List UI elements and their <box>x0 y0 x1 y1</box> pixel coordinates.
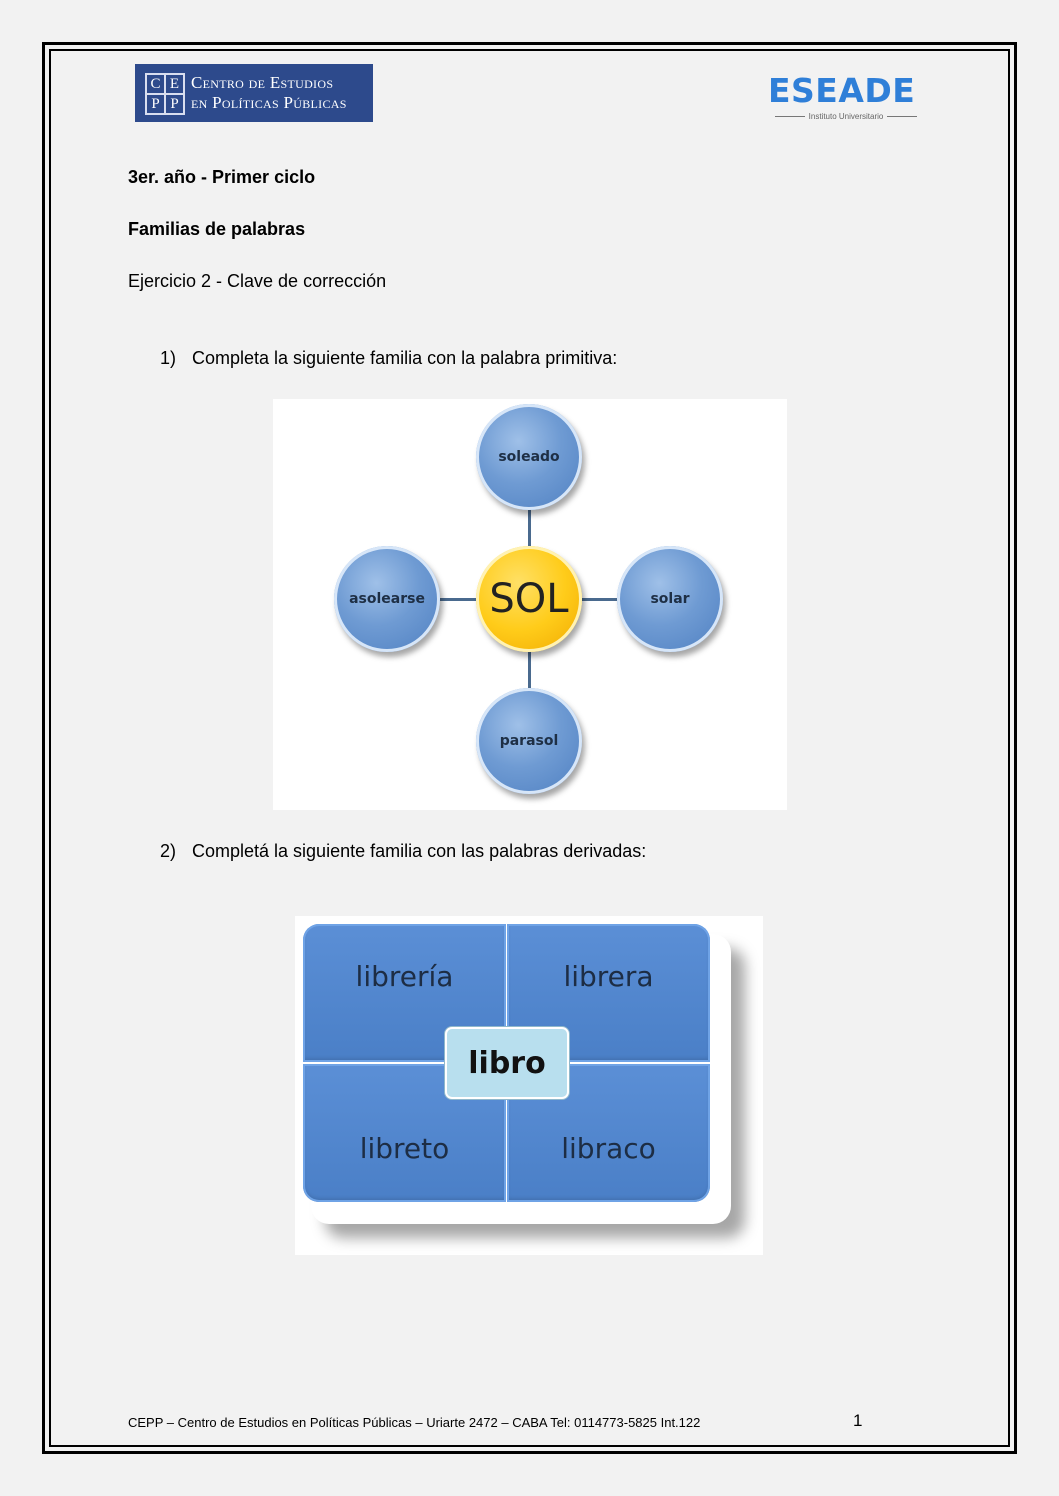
eseade-logo: ESEADE Instituto Universitario <box>765 72 927 124</box>
instruction-number: 1) <box>160 348 177 368</box>
bubble-soleado: soleado <box>476 404 582 510</box>
word-family-diagram-sol: soleado asolearse SOL solar parasol <box>273 399 787 810</box>
cepp-grid-letter: C <box>146 74 165 94</box>
instruction-text: Completa la siguiente familia con la pal… <box>192 348 618 368</box>
cepp-logo-line1: Centro de Estudios <box>191 73 334 92</box>
bubble-asolearse: asolearse <box>334 546 440 652</box>
cepp-grid-letter: P <box>165 94 184 114</box>
cepp-grid-letter: E <box>165 74 184 94</box>
instruction-text: Completá la siguiente familia con las pa… <box>192 841 647 861</box>
quad-librera: librera <box>507 924 710 1062</box>
eseade-logo-title: ESEADE <box>768 71 916 110</box>
exercise-heading: Ejercicio 2 - Clave de corrección <box>128 271 387 291</box>
topic-heading: Familias de palabras <box>128 219 306 239</box>
bubble-solar: solar <box>617 546 723 652</box>
instruction-number: 2) <box>160 841 177 861</box>
eseade-logo-subtitle: Instituto Universitario <box>765 112 927 121</box>
center-word-libro: libro <box>445 1027 569 1099</box>
cepp-logo-line2: en Políticas Públicas <box>191 93 347 112</box>
bubble-parasol: parasol <box>476 688 582 794</box>
page-number: 1 <box>853 1411 863 1430</box>
grade-heading: 3er. año - Primer ciclo <box>128 167 316 187</box>
bubble-sol-center: SOL <box>476 546 582 652</box>
word-family-diagram-libro: librería librera libreto libraco libro <box>295 916 763 1255</box>
connector-left <box>438 598 478 601</box>
instruction-2: 2) Completá la siguiente familia con las … <box>160 840 646 862</box>
page-border-inner <box>49 49 1010 1447</box>
cepp-logo-text: Centro de Estudios en Políticas Públicas <box>191 73 347 113</box>
footer-contact: CEPP – Centro de Estudios en Políticas P… <box>128 1415 701 1430</box>
cepp-logo-grid: C E P P <box>145 73 185 115</box>
instruction-1: 1) Completa la siguiente familia con la p… <box>160 347 617 369</box>
connector-right <box>581 598 623 601</box>
cepp-grid-letter: P <box>146 94 165 114</box>
cepp-logo: C E P P Centro de Estudios en Políticas … <box>135 64 373 122</box>
page-border-outer <box>42 42 1017 1454</box>
